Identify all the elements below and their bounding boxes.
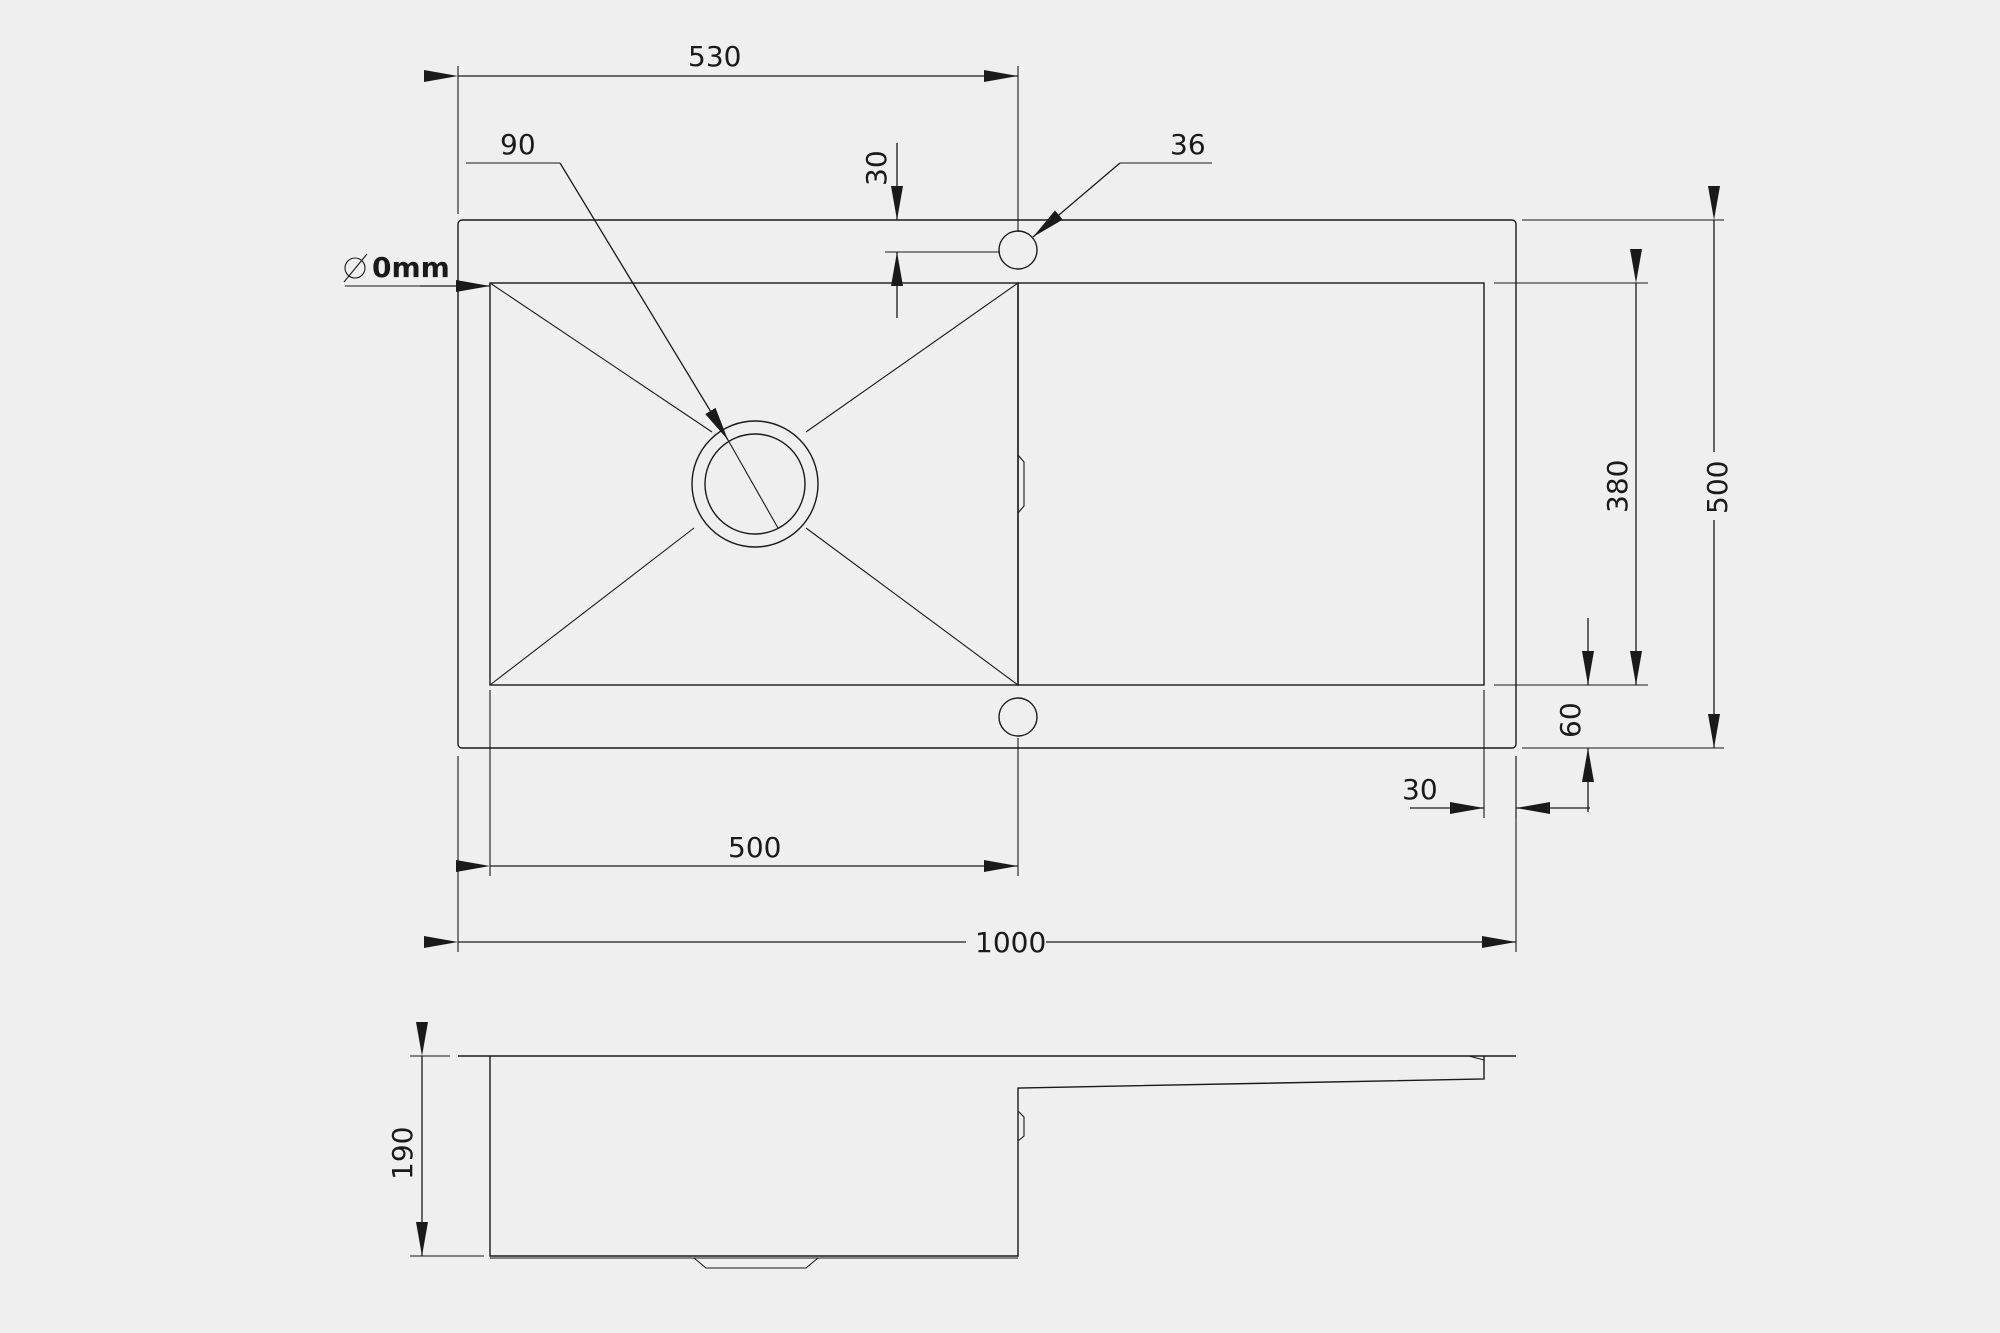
dimension-60-label: 60 [1554, 702, 1587, 738]
tap-hole-bottom [998, 697, 1038, 737]
dimension-530-label: 530 [688, 40, 741, 73]
dimension-1000-label: 1000 [975, 926, 1046, 959]
tap-hole-top [998, 230, 1038, 270]
dimension-60: 60 [1554, 618, 1594, 812]
drain-outer-ring [691, 420, 819, 548]
dimension-36: 36 [1032, 128, 1212, 238]
diameter-symbol-icon [343, 253, 368, 283]
plan-view [457, 219, 1517, 749]
drainboard-outline [1017, 282, 1485, 686]
overflow-slot [1017, 454, 1025, 514]
overflow-slot-side [1017, 1110, 1025, 1142]
dimension-530: 530 [424, 40, 1019, 232]
dimension-500-bowl-label: 500 [728, 831, 781, 864]
dimension-30-right-label: 30 [1402, 773, 1438, 806]
dimension-30-right: 30 [1402, 690, 1590, 818]
side-elevation [458, 1055, 1516, 1269]
dimension-380: 380 [1494, 249, 1648, 686]
sink-outline [457, 219, 1517, 749]
dimension-36-label: 36 [1170, 128, 1206, 161]
dimension-30-top-label: 30 [860, 150, 893, 186]
dimension-190-label: 190 [386, 1127, 419, 1180]
dimension-1000: 1000 [424, 756, 1517, 959]
dimension-500-height-label: 500 [1701, 461, 1734, 514]
dimension-380-label: 380 [1601, 460, 1634, 513]
dimension-500-height: 500 [1522, 186, 1734, 749]
drain-inner-ring [704, 433, 806, 535]
dimension-30-top: 30 [860, 143, 1000, 318]
dimension-radius-label: 0mm [372, 251, 450, 284]
dimension-radius: 0mm [343, 251, 490, 292]
dimension-500-bowl: 500 [456, 690, 1019, 876]
dimension-190: 190 [386, 1022, 484, 1257]
dimension-90-label: 90 [500, 128, 536, 161]
dimension-90: 90 [466, 128, 779, 529]
